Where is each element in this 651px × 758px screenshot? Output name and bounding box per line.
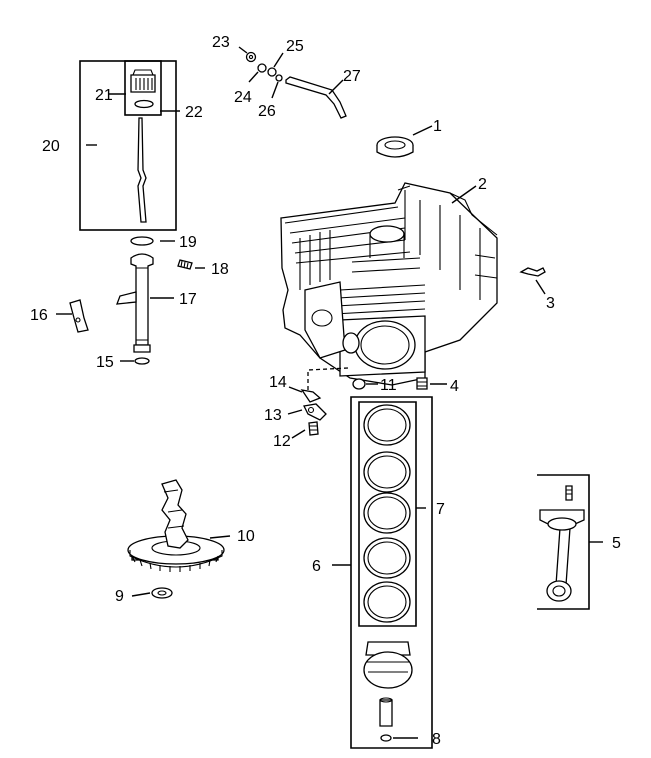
dipstick-tube-flange [116,291,137,305]
callout-24: 24 [234,89,252,106]
crankcase-block [280,182,498,386]
grommet-26 [275,74,283,82]
callout-16: 16 [30,307,48,324]
callout-8: 8 [432,731,441,748]
piston-group-box [350,396,433,749]
callout-11: 11 [380,377,397,394]
piston-assembly [332,396,433,749]
callout-15: 15 [96,354,114,371]
tube-o-ring-top [130,236,154,246]
callout-25: 25 [286,38,304,55]
callout-9: 9 [115,588,124,605]
callout-2: 2 [478,176,487,193]
fitting-13 [303,403,327,421]
piston [363,641,413,689]
camshaft-assembly [127,479,231,599]
callout-27: 27 [343,68,361,85]
piston-rings [363,404,411,623]
callout-10: 10 [237,528,255,545]
callout-20: 20 [42,138,60,155]
dipstick-tube [130,253,154,346]
tube-bracket [69,299,89,333]
callout-4: 4 [450,378,459,395]
camshaft-lobes [161,479,189,549]
ring-set-box [358,401,417,627]
washer-23 [245,51,257,63]
callout-21: 21 [95,87,113,104]
dipstick-assembly [79,60,180,231]
fitting-parts [287,367,349,439]
dipstick-cap [130,74,156,93]
callout-labels: 1 2 3 4 5 6 7 8 9 10 11 12 13 14 15 16 1… [30,34,621,748]
callout-19: 19 [179,234,197,251]
callout-14: 14 [269,374,287,391]
plug-11 [352,378,366,390]
sleeve-4 [416,377,428,390]
callout-6: 6 [312,558,321,575]
tube-o-ring-bottom [134,357,150,365]
small-block-parts [352,267,546,390]
callout-7: 7 [436,501,445,518]
oil-seal [376,125,433,158]
callout-3: 3 [546,295,555,312]
callout-23: 23 [212,34,230,51]
callout-22: 22 [185,104,203,121]
callout-5: 5 [612,535,621,552]
connecting-rod-assembly [537,474,603,610]
callout-1: 1 [433,118,442,135]
piston-pin [379,699,393,727]
callout-17: 17 [179,291,197,308]
breather-tube-parts [238,46,347,119]
clip-3 [519,267,546,277]
pin-retainer [380,734,392,742]
plug-12 [308,421,319,436]
fitting-14 [300,389,322,403]
dipstick-blade [137,117,147,223]
breather-tube [285,76,347,119]
nut-24 [257,63,267,73]
connecting-rod [555,527,571,586]
callout-18: 18 [211,261,229,278]
dipstick-cap-box [124,60,162,116]
callout-13: 13 [264,407,282,424]
callout-26: 26 [258,103,276,120]
dipstick-o-ring [134,99,154,109]
callout-12: 12 [273,433,291,450]
dipstick-tube-parts [56,236,205,365]
washer-25 [267,67,277,77]
camshaft-washer [151,587,173,599]
